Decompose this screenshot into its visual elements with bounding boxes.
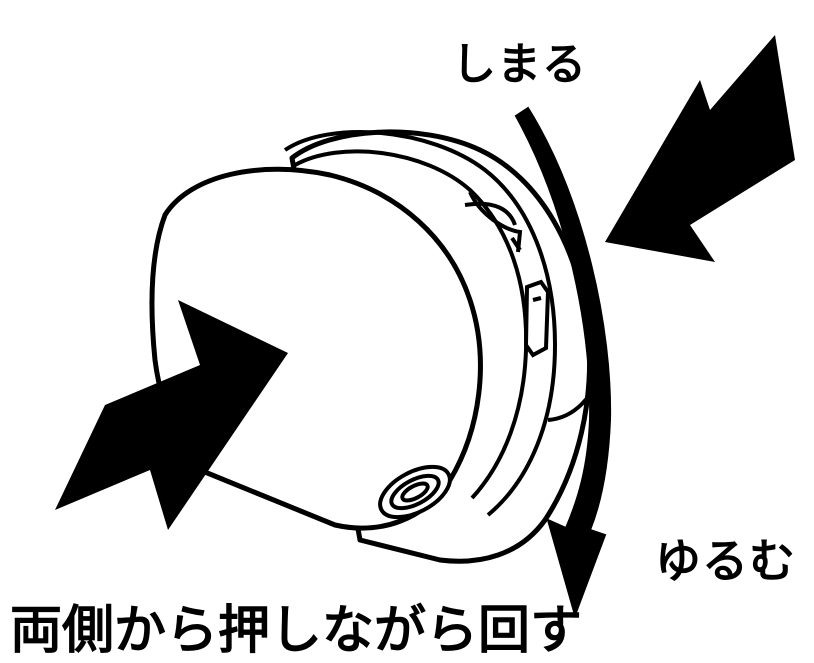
tighten-label: しまる <box>452 39 587 90</box>
front-cap <box>149 166 483 531</box>
loosen-label: ゆるむ <box>655 534 796 588</box>
instruction-caption: 両側から押しながら回す <box>10 601 583 661</box>
left-push-arrow <box>55 300 288 530</box>
bottom-boss <box>378 464 452 520</box>
device-ring <box>283 129 558 517</box>
side-clip <box>523 279 551 358</box>
rotation-arrow <box>514 106 612 619</box>
right-push-arrow <box>605 35 795 262</box>
